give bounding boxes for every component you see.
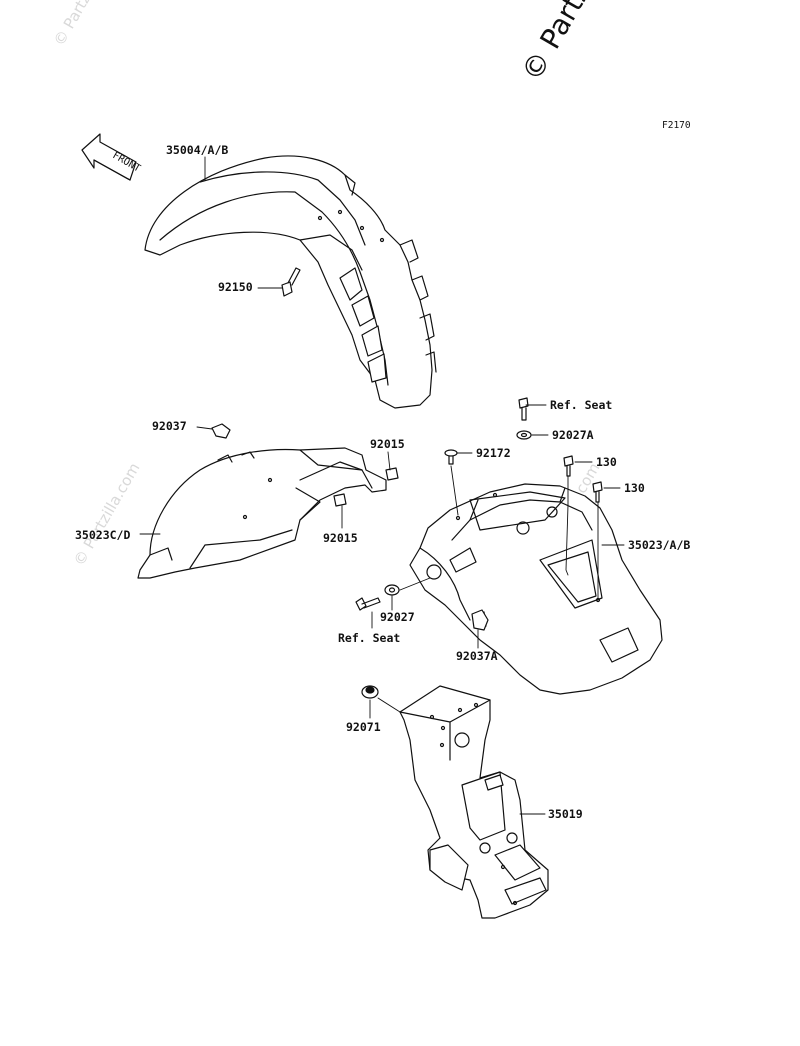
- label-35023-A-B[interactable]: 35023/A/B: [628, 538, 691, 552]
- inner-rear-fender-drawing: [137, 447, 387, 579]
- bolt-130-a-drawing: [563, 455, 574, 477]
- label-92037A[interactable]: 92037A: [456, 649, 498, 663]
- clip-92037A-drawing: [471, 609, 489, 631]
- label-92015-bottom[interactable]: 92015: [323, 531, 358, 545]
- front-arrow-icon: [81, 133, 137, 181]
- label-92150[interactable]: 92150: [218, 280, 253, 294]
- bolt-130-b-drawing: [592, 481, 603, 503]
- label-130-b[interactable]: 130: [624, 481, 645, 495]
- diagram-code: F2170: [662, 120, 691, 131]
- label-92071[interactable]: 92071: [346, 720, 381, 734]
- label-130-a[interactable]: 130: [596, 455, 617, 469]
- clip-92037-drawing: [211, 423, 231, 439]
- fender-bracket-drawing: [399, 685, 549, 919]
- bolt-92150-drawing: [281, 267, 301, 297]
- label-92172[interactable]: 92172: [476, 446, 511, 460]
- label-35023C-D[interactable]: 35023C/D: [75, 528, 131, 542]
- front-fender-drawing: [144, 155, 437, 409]
- bolt-ref-seat-top-drawing: [518, 397, 529, 421]
- label-35004-A-B[interactable]: 35004/A/B: [166, 143, 229, 157]
- washer-92027-drawing: [384, 584, 400, 596]
- clip-92015-top-drawing: [385, 467, 399, 481]
- screw-92172-drawing: [444, 449, 458, 465]
- clip-92015-bottom-drawing: [333, 493, 347, 507]
- grommet-92071-drawing: [361, 685, 379, 699]
- label-92027A[interactable]: 92027A: [552, 428, 594, 442]
- bolt-ref-seat-bottom-drawing: [355, 597, 381, 611]
- label-ref-seat-top[interactable]: Ref. Seat: [550, 398, 613, 412]
- label-92015-top[interactable]: 92015: [370, 437, 405, 451]
- label-92027[interactable]: 92027: [380, 610, 415, 624]
- label-ref-seat-bottom[interactable]: Ref. Seat: [338, 631, 401, 645]
- washer-92027A-drawing: [516, 430, 532, 440]
- label-92037[interactable]: 92037: [152, 419, 187, 433]
- label-35019[interactable]: 35019: [548, 807, 583, 821]
- leader-lines: [139, 156, 625, 815]
- rear-fender-drawing: [409, 483, 663, 695]
